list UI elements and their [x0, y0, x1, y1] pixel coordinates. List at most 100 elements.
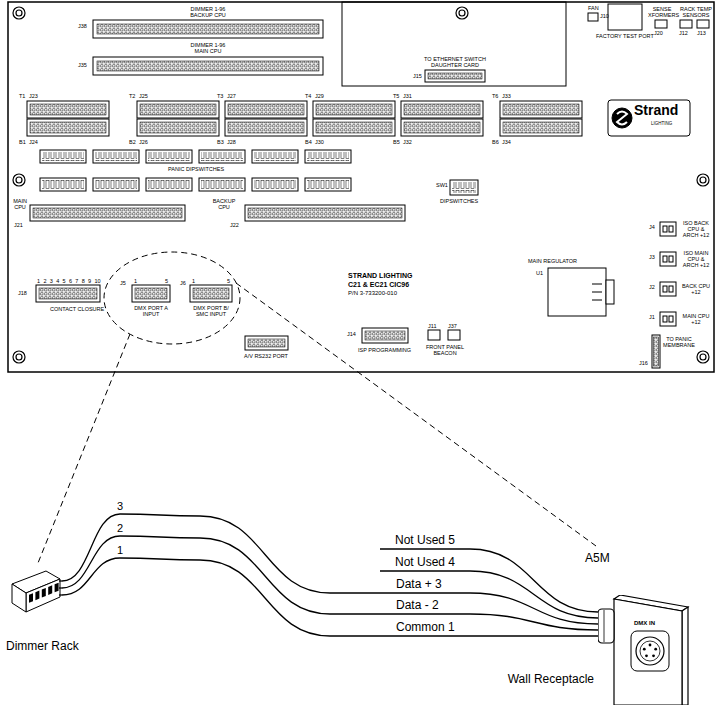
part-label: T6: [492, 93, 498, 99]
dipswitch: [93, 178, 139, 191]
part-label: J4: [649, 224, 655, 230]
connector: [132, 285, 170, 302]
connector: [401, 101, 483, 118]
pin: [663, 286, 667, 292]
connector: [313, 119, 395, 136]
dip-slots: [148, 180, 190, 189]
xlr-socket: [636, 637, 664, 665]
power-connector: [660, 222, 676, 236]
dip-slots: [42, 180, 84, 189]
part-label: CONTACT CLOSURE: [50, 306, 104, 312]
connector: [697, 20, 709, 28]
hole-ring: [13, 7, 25, 19]
wire-stub: [59, 594, 62, 595]
connector-slot: [42, 588, 46, 598]
pin-row: [316, 104, 392, 115]
hole-ring: [456, 7, 468, 19]
wall-receptacle-outline: [598, 595, 690, 705]
pin-row: [33, 208, 182, 218]
connector: [137, 101, 219, 118]
pin-row: [503, 122, 579, 133]
board-title: C21 & EC21 CIC96: [348, 281, 409, 289]
connector-face: [26, 579, 60, 612]
part-label: B1: [19, 139, 26, 145]
dipswitch: [40, 150, 86, 163]
part-label: J21: [14, 222, 23, 228]
wire: [380, 549, 598, 612]
part-label: T1: [19, 93, 25, 99]
part-label: J31: [403, 93, 412, 99]
part-label: FRONT PANEL BEACON: [422, 344, 468, 356]
wire-stub: [59, 580, 62, 581]
board-title: STRAND LIGHTING: [348, 272, 413, 280]
pin-row: [135, 288, 167, 299]
plate-edge: [682, 607, 688, 705]
pin-row: [248, 208, 402, 218]
hole: [459, 10, 465, 16]
daughter-card: [342, 2, 566, 86]
leader-line: [236, 283, 596, 546]
part-label: BACKUP CPU: [173, 12, 243, 18]
connector: [245, 336, 288, 350]
part-label: J1: [649, 314, 655, 320]
part-label: J3: [649, 254, 655, 260]
regulator-tab: [606, 280, 614, 304]
detail-circle: [104, 252, 240, 344]
connector: [93, 20, 323, 38]
hole: [700, 177, 706, 183]
dip-slots: [148, 152, 190, 161]
dip-slots: [452, 182, 476, 193]
pin-number: 1: [192, 278, 195, 284]
part-label: J15: [413, 73, 422, 79]
pin: [663, 226, 667, 232]
part-label: J23: [29, 93, 38, 99]
connector: [655, 20, 667, 28]
part-label: FACTORY TEST PORT: [596, 33, 654, 39]
connector-slot: [35, 591, 39, 601]
connector: [27, 119, 109, 136]
dip-slots: [307, 180, 349, 189]
pin: [669, 256, 673, 262]
pin-row: [228, 122, 304, 133]
part-label: J18: [18, 290, 27, 296]
pin: [663, 316, 667, 322]
part-label: J29: [315, 93, 324, 99]
xlr-pin: [643, 648, 646, 651]
connector-plug-outline: [10, 568, 62, 616]
connector: [36, 285, 100, 302]
part-label: RACK TEMP SENSORS: [679, 6, 713, 18]
part-label: J14: [347, 331, 356, 337]
part-label: DMX PORT A INPUT: [129, 305, 173, 317]
wall-receptacle: DMX INWall Receptacle: [598, 595, 690, 705]
part-label: ISO BACK CPU & ARCH +12: [680, 220, 712, 238]
pin-row: [30, 122, 106, 133]
dip-slots: [201, 180, 243, 189]
part-label: J12: [679, 30, 688, 36]
part-label: J37: [448, 323, 457, 329]
part-label: B4: [305, 139, 312, 145]
wire: [62, 514, 598, 624]
part-label: T2: [129, 93, 135, 99]
pin-row: [365, 331, 405, 340]
power-connector: [660, 252, 676, 266]
connector-slot: [55, 583, 59, 593]
pin-number: 1 2 3 4 5 6 7 8 9 10: [37, 278, 101, 284]
hole-ring: [697, 174, 709, 186]
hole-ring: [13, 351, 25, 363]
connector: [428, 330, 440, 340]
circuit-board: [8, 2, 714, 372]
part-label: J10: [600, 13, 609, 19]
pin-row: [316, 122, 392, 133]
part-label: J33: [502, 93, 511, 99]
pin-number: 1: [134, 278, 137, 284]
connector: [680, 20, 692, 28]
part-label: J13: [697, 30, 706, 36]
part-label: TO ETHERNET SWITCH DAUGHTER CARD: [424, 56, 486, 68]
part-number: P/N 3-733200-010: [348, 290, 397, 297]
part-label: J16: [639, 360, 648, 366]
pin-row: [404, 122, 480, 133]
wire-number: 3: [117, 500, 123, 512]
part-label: B3: [217, 139, 224, 145]
connector-type: A5M: [585, 552, 610, 565]
dipswitch: [305, 178, 351, 191]
